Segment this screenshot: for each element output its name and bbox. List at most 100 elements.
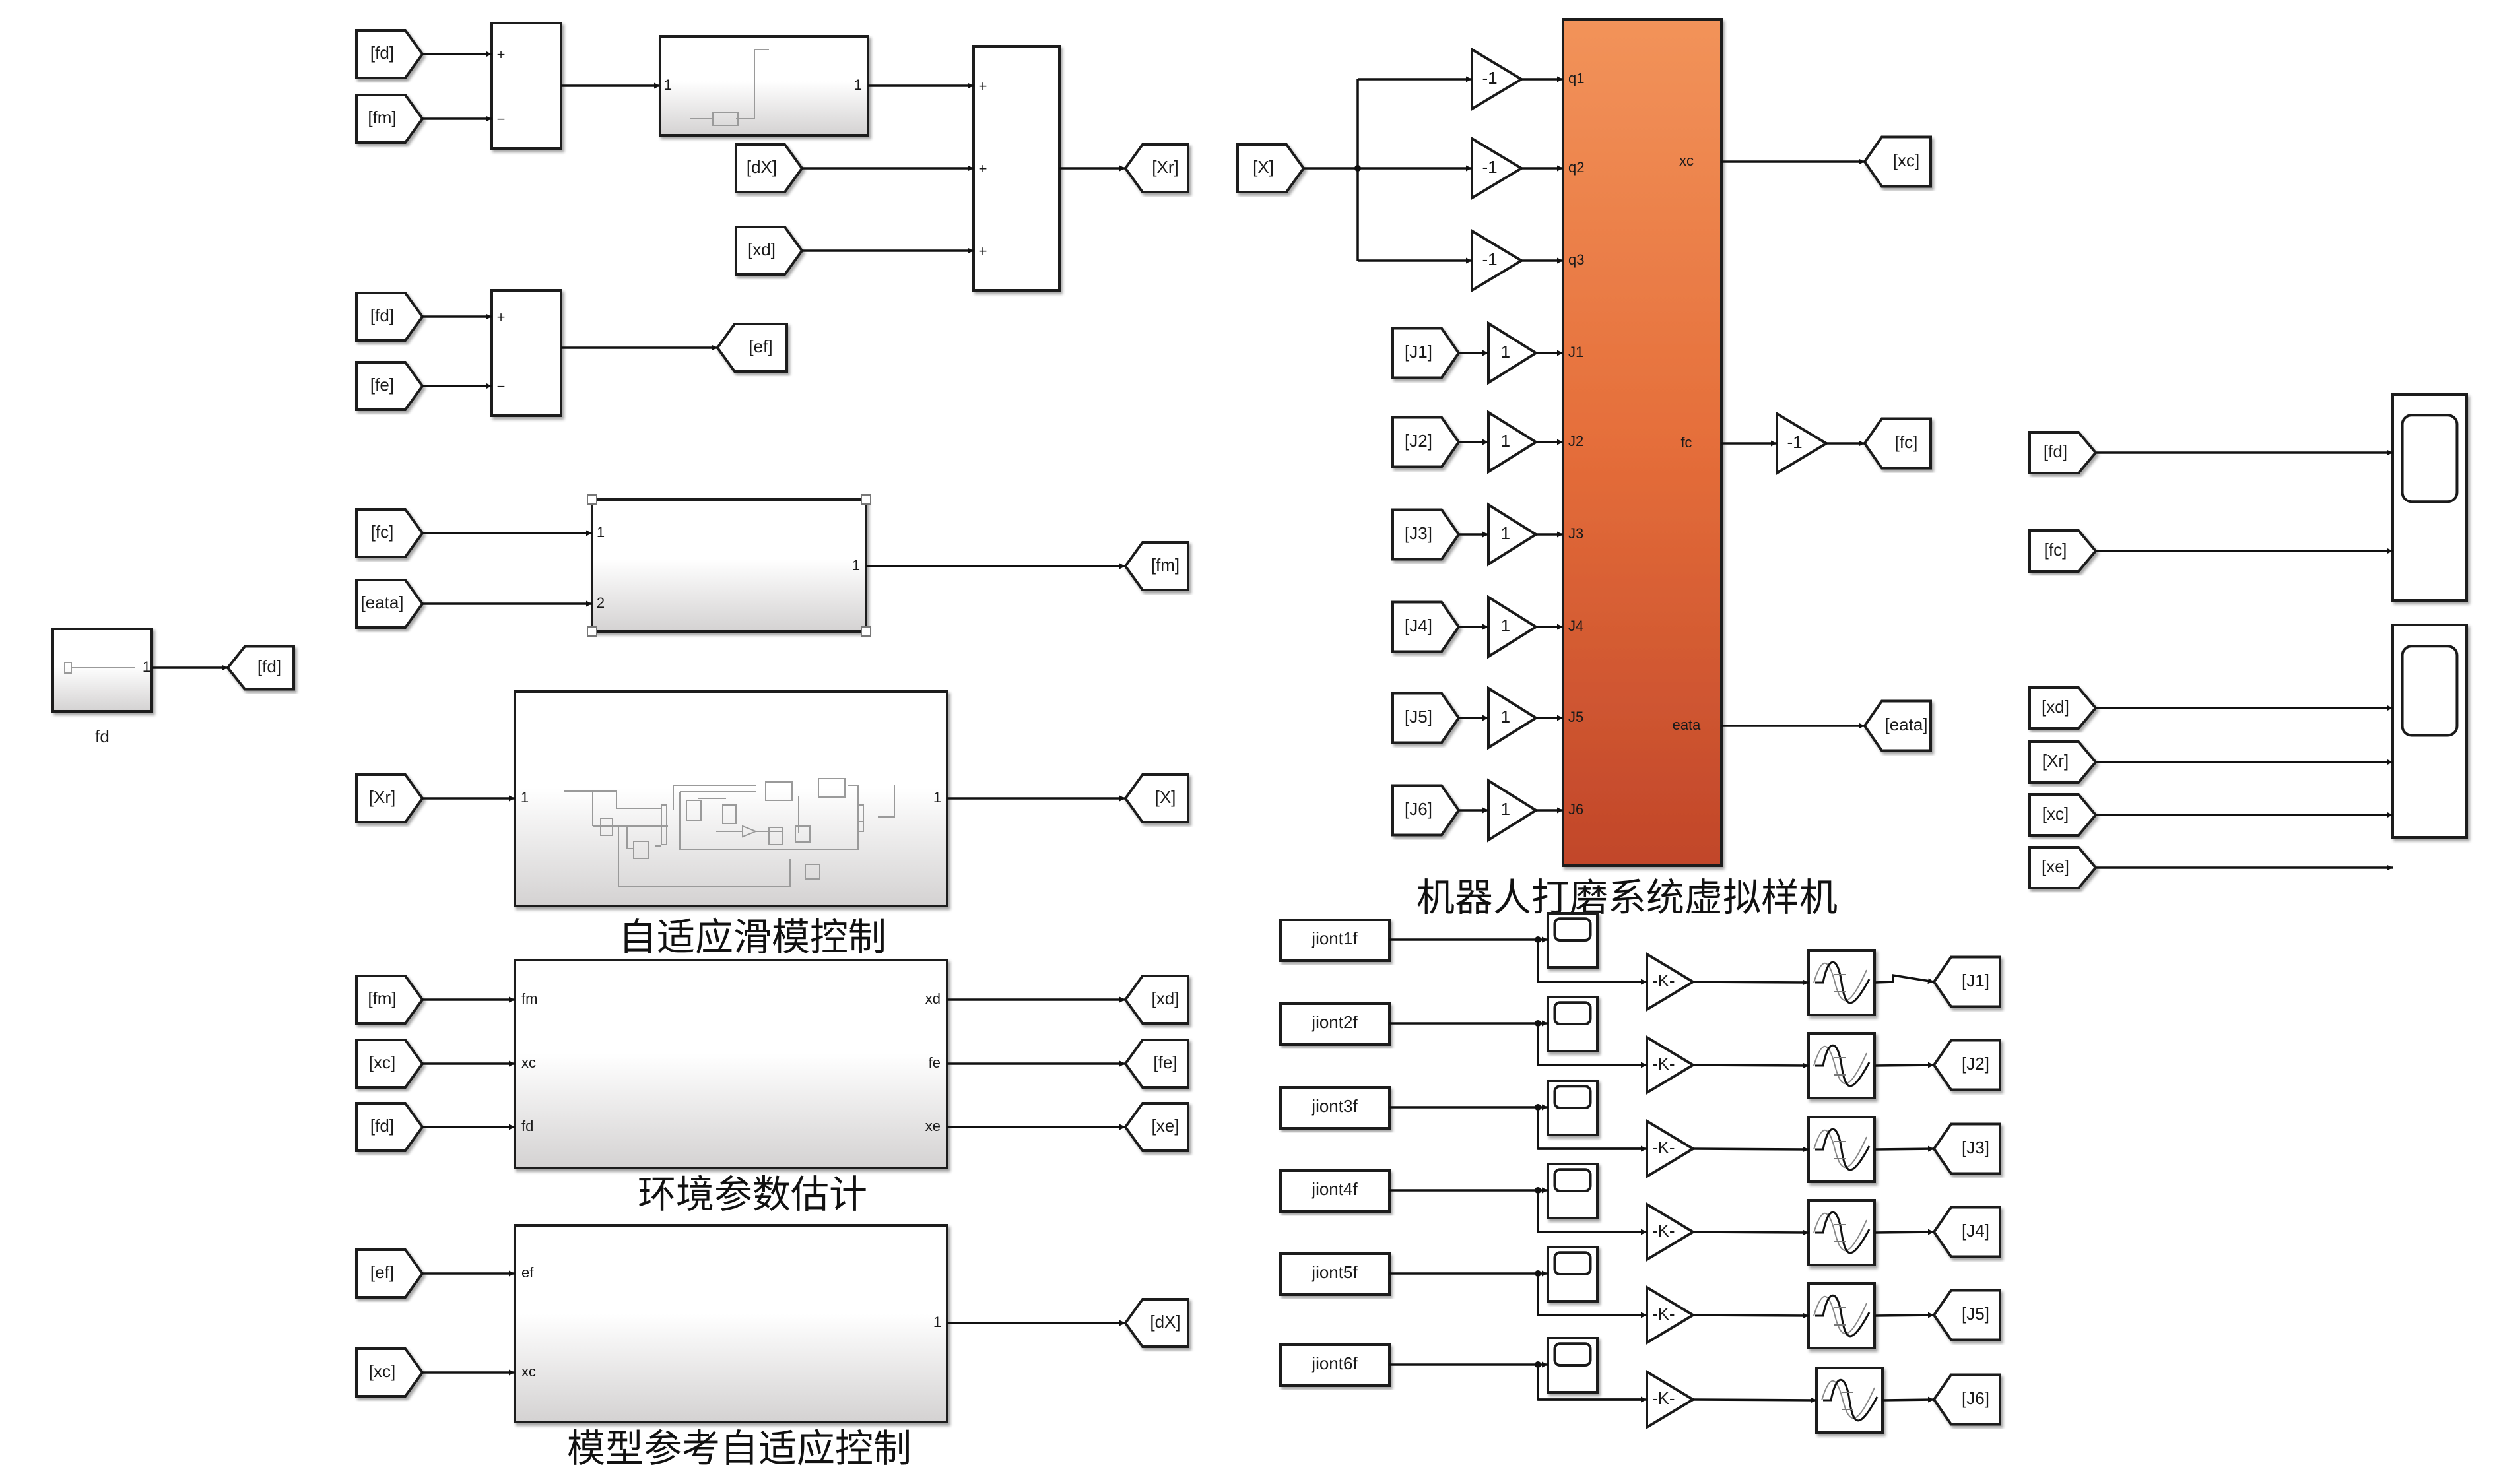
gain-block[interactable]: 1 [1487, 410, 1539, 474]
from-tag[interactable]: [fm] [355, 975, 424, 1025]
from-tag[interactable]: [xc] [355, 1347, 424, 1398]
selection-handle[interactable] [861, 626, 871, 637]
joint-source-block[interactable]: jiont5f [1279, 1252, 1391, 1296]
from-tag[interactable]: [fm] [355, 94, 424, 144]
scope-block[interactable] [1547, 996, 1599, 1052]
from-tag[interactable]: [J6] [1391, 784, 1461, 837]
gain-block[interactable]: -1 [1471, 47, 1524, 112]
gain-block[interactable]: -K- [1646, 1285, 1696, 1345]
mrac-subsystem[interactable] [514, 1224, 948, 1423]
sum-block-ef[interactable] [490, 289, 562, 417]
from-tag[interactable]: [Xr] [2028, 740, 2098, 784]
goto-tag-shape [1863, 135, 1932, 188]
scope-block[interactable] [1547, 1246, 1599, 1303]
scope-block[interactable] [1547, 1337, 1599, 1394]
goto-tag[interactable]: [Xr] [1123, 143, 1189, 193]
goto-tag[interactable]: [ef] [715, 323, 788, 373]
goto-tag[interactable]: [J5] [1932, 1289, 2001, 1341]
sum-block-fd-fm[interactable] [490, 22, 562, 150]
goto-tag[interactable]: [J2] [1932, 1039, 2001, 1091]
from-tag[interactable]: [xc] [355, 1039, 424, 1089]
gain-block[interactable]: -K- [1646, 1035, 1696, 1095]
goto-tag[interactable]: [X] [1123, 773, 1189, 823]
lookup-table-block[interactable] [1807, 1282, 1876, 1349]
asmc-subsystem[interactable] [514, 690, 948, 907]
in-port-label: xc [521, 1363, 536, 1380]
lookup-table-block[interactable] [1807, 949, 1876, 1016]
goto-tag[interactable]: [fm] [1123, 541, 1189, 591]
from-tag[interactable]: [fc] [355, 508, 424, 558]
gain-block[interactable]: 1 [1487, 502, 1539, 567]
lookup-table-block[interactable] [1815, 1367, 1884, 1434]
from-tag[interactable]: [J5] [1391, 692, 1461, 744]
joint-source-block[interactable]: jiont4f [1279, 1169, 1391, 1213]
robot-virtual-prototype-block[interactable] [1562, 18, 1723, 867]
from-tag[interactable]: [fe] [355, 361, 424, 411]
goto-tag[interactable]: [J6] [1932, 1373, 2001, 1426]
from-tag[interactable]: [xd] [2028, 686, 2098, 730]
from-tag[interactable]: [fc] [2028, 529, 2098, 573]
joint-source-block[interactable]: jiont6f [1279, 1343, 1391, 1387]
gain-block[interactable]: -K- [1646, 952, 1696, 1012]
selection-handle[interactable] [861, 494, 871, 505]
goto-tag[interactable]: [fe] [1123, 1039, 1189, 1089]
gain-block[interactable]: 1 [1487, 595, 1539, 659]
gain-block[interactable]: -1 [1471, 136, 1524, 201]
gain-block[interactable]: -K- [1646, 1369, 1696, 1430]
goto-tag[interactable]: [xd] [1123, 975, 1189, 1025]
sum-block-xr[interactable] [972, 45, 1061, 292]
lookup-table-block[interactable] [1807, 1116, 1876, 1183]
scope-block[interactable] [1547, 1080, 1599, 1136]
scope-block[interactable] [1547, 912, 1599, 969]
out-port-label: eata [1673, 717, 1702, 733]
filter-subsystem[interactable] [659, 35, 869, 137]
gain-block[interactable]: -1 [1776, 411, 1829, 476]
from-tag[interactable]: [xd] [735, 226, 804, 276]
lookup-table-block[interactable] [1807, 1032, 1876, 1099]
from-tag[interactable]: [fd] [355, 292, 424, 342]
selection-handle[interactable] [587, 494, 597, 505]
from-tag[interactable]: [J4] [1391, 600, 1461, 653]
goto-tag[interactable]: [eata] [1863, 699, 1932, 752]
goto-tag[interactable]: [fd] [226, 645, 295, 691]
goto-tag[interactable]: [J3] [1932, 1122, 2001, 1175]
from-tag-label: [fd] [370, 43, 394, 63]
selection-handle[interactable] [587, 626, 597, 637]
lookup-table-block[interactable] [1807, 1199, 1876, 1266]
from-tag[interactable]: [xe] [2028, 846, 2098, 889]
from-tag[interactable]: [fd] [2028, 431, 2098, 474]
gain-block[interactable]: -K- [1646, 1202, 1696, 1262]
joint-source-block[interactable]: jiont1f [1279, 919, 1391, 962]
gain-block[interactable]: -K- [1646, 1118, 1696, 1179]
goto-tag[interactable]: [dX] [1123, 1298, 1189, 1348]
gain-block[interactable]: -1 [1471, 228, 1524, 293]
from-tag[interactable]: [fd] [355, 29, 424, 79]
goto-tag[interactable]: [xc] [1863, 135, 1932, 188]
from-tag[interactable]: [X] [1236, 143, 1306, 193]
scope-force[interactable] [2391, 393, 2468, 602]
force-model-subsystem[interactable] [591, 498, 867, 633]
goto-tag[interactable]: [J1] [1932, 955, 2001, 1008]
joint-source-block[interactable]: jiont3f [1279, 1086, 1391, 1130]
from-tag[interactable]: [J1] [1391, 327, 1461, 379]
from-tag[interactable]: [ef] [355, 1248, 424, 1299]
gain-block[interactable]: 1 [1487, 321, 1539, 385]
gain-block[interactable]: 1 [1487, 686, 1539, 750]
scope-block[interactable] [1547, 1163, 1599, 1219]
from-tag[interactable]: [J2] [1391, 416, 1461, 468]
scope-position[interactable] [2391, 624, 2468, 839]
fd-source-subsystem[interactable] [51, 628, 153, 713]
joint-source-block[interactable]: jiont2f [1279, 1002, 1391, 1046]
from-tag[interactable]: [fd] [355, 1102, 424, 1152]
from-tag[interactable]: [J3] [1391, 508, 1461, 561]
goto-tag[interactable]: [J4] [1932, 1206, 2001, 1258]
from-tag[interactable]: [xc] [2028, 793, 2098, 837]
from-tag[interactable]: [eata] [355, 579, 424, 629]
env-estimation-subsystem[interactable] [514, 959, 948, 1169]
in-port-label: 2 [597, 595, 605, 611]
goto-tag[interactable]: [xe] [1123, 1102, 1189, 1152]
goto-tag[interactable]: [fc] [1863, 417, 1932, 470]
from-tag[interactable]: [dX] [735, 143, 804, 193]
gain-block[interactable]: 1 [1487, 778, 1539, 843]
from-tag[interactable]: [Xr] [355, 773, 424, 823]
